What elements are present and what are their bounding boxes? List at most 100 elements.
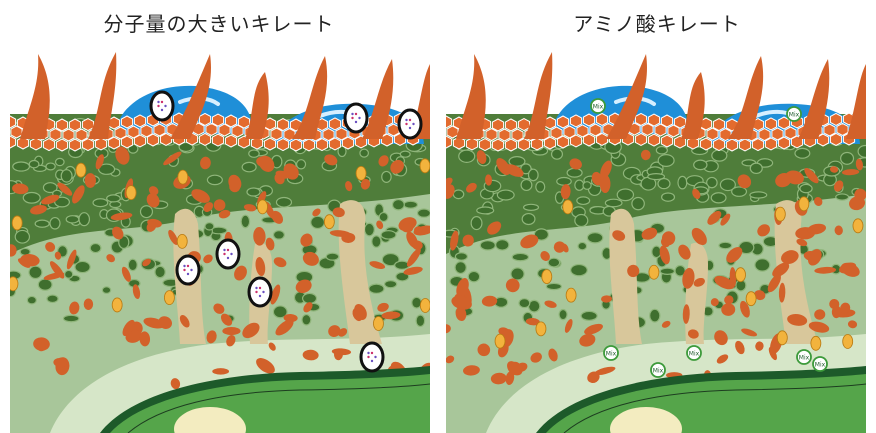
nutrient-particle [814, 266, 837, 274]
amino-chelate-icon [603, 345, 619, 361]
nutrient-particle [481, 295, 498, 307]
nutrient-particle [834, 225, 843, 236]
nutrient-particle [587, 371, 600, 384]
nutrient-particle [45, 242, 56, 252]
nutrient-particle [10, 244, 17, 257]
surface-hex [465, 137, 479, 151]
nutrient-particle [300, 233, 313, 247]
nutrient-particle [455, 306, 467, 322]
soil-cell [631, 196, 645, 211]
surface-hex [133, 134, 147, 148]
surface-hex [211, 113, 225, 127]
chelate-dot [367, 351, 370, 355]
nutrient-particle [390, 159, 404, 174]
nutrient-particle [271, 210, 284, 224]
nutrient-particle [332, 207, 345, 218]
nutrient-particle [163, 151, 182, 166]
nutrient-particle [808, 321, 830, 333]
surface-hex [153, 123, 166, 137]
soil-cell [118, 235, 130, 250]
soil-cell [240, 214, 251, 229]
chelate-dot [226, 248, 230, 252]
nutrient-particle [179, 315, 190, 328]
surface-hex [654, 123, 667, 137]
nutrient-particle [333, 348, 344, 361]
nutrient-particle [548, 348, 558, 362]
surface-hex [634, 132, 648, 146]
nutrient-particle [714, 330, 728, 346]
nutrient-particle [36, 342, 46, 352]
nutrient-particle [772, 262, 790, 278]
nutrient-particle [659, 245, 670, 265]
amino-chelate-icon [686, 345, 702, 361]
surface-hex [485, 128, 498, 142]
surface-hex [387, 123, 400, 137]
nutrient-particle [627, 264, 640, 278]
nutrient-particle [12, 183, 29, 195]
chelate-dot [183, 268, 186, 272]
soil-cell [574, 213, 589, 228]
nutrient-particle [446, 177, 453, 189]
surface-hex [120, 135, 134, 149]
nutrient-particle [840, 302, 851, 314]
surface-hex [589, 123, 602, 137]
nutrient-particle [191, 189, 210, 203]
soil-cell [46, 294, 59, 304]
nutrient-particle [66, 249, 77, 270]
soil-cell [719, 178, 736, 192]
soil-cell [550, 148, 564, 160]
soil-cell [325, 252, 340, 261]
nutrient-particle [265, 237, 275, 251]
surface-hex [751, 138, 765, 152]
nutrient-particle [767, 274, 781, 293]
nutrient-particle [132, 284, 141, 300]
nutrient-particle [775, 173, 792, 188]
nutrient-particle [54, 251, 62, 260]
nutrient-particle [283, 313, 298, 323]
soil-cell [54, 157, 65, 167]
yellow-particle [111, 297, 123, 313]
soil-cell [582, 181, 592, 190]
surface-hex [595, 132, 609, 146]
root-hair [798, 59, 830, 139]
surface-hex [686, 136, 700, 150]
nutrient-particle [716, 354, 729, 364]
nutrient-particle [456, 277, 469, 298]
nutrient-particle [218, 209, 231, 219]
surface-hex [491, 118, 505, 132]
surface-hex [224, 114, 238, 128]
soil-cell [204, 222, 215, 231]
surface-hex [328, 117, 342, 131]
amino-chelate-icon [590, 98, 606, 114]
nutrient-particle [599, 174, 611, 193]
soil-cell [718, 241, 733, 250]
soil-cell [677, 175, 688, 190]
soil-cell [34, 219, 50, 228]
surface-hex [55, 138, 69, 152]
nutrient-particle [283, 163, 299, 180]
nutrient-particle [490, 372, 507, 385]
amino-chelate-icon [650, 362, 666, 378]
yellow-particle [565, 287, 577, 303]
chelate-dot [351, 112, 354, 116]
soil-cell [835, 193, 850, 201]
nutrient-particle [735, 340, 745, 355]
nutrient-particle [553, 241, 566, 253]
yellow-particle [535, 321, 547, 337]
nutrient-particle [496, 158, 511, 176]
nutrient-particle [796, 238, 808, 247]
surface-hex [68, 118, 82, 132]
soil-cell [98, 163, 116, 175]
nutrient-particle [30, 204, 47, 215]
surface-hex [504, 118, 518, 132]
yellow-particle [648, 264, 660, 280]
nutrient-particle [69, 301, 80, 315]
nutrient-particle [507, 361, 520, 376]
root-hair [170, 54, 211, 139]
soil-cell [241, 161, 257, 173]
surface-hex [276, 118, 290, 132]
surface-hex [725, 138, 739, 152]
surface-hex [341, 136, 355, 150]
yellow-particle [494, 333, 506, 349]
amino-chelate-icon [796, 349, 812, 365]
